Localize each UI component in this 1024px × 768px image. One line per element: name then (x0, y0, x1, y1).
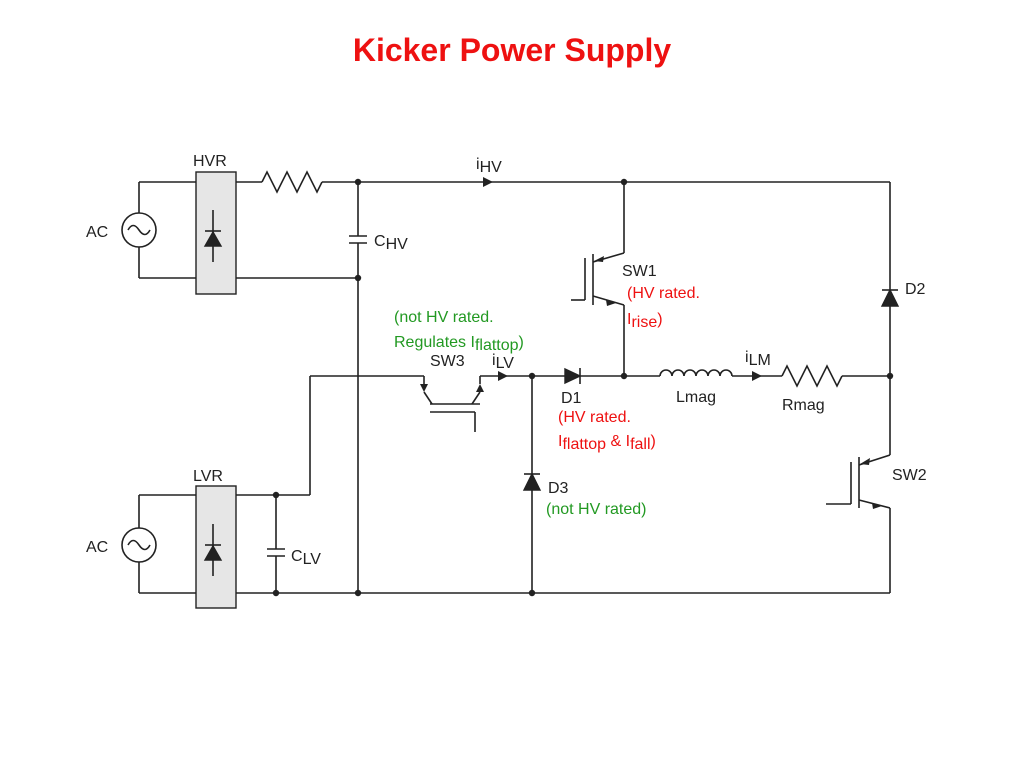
c-lv-label: CLV (291, 548, 321, 568)
sw3-label: SW3 (430, 353, 465, 370)
d2-label: D2 (905, 281, 926, 298)
d3-note: (not HV rated) (546, 501, 646, 518)
i-hv-arrow-icon (483, 177, 493, 187)
i-lv-arrow-icon (498, 371, 508, 381)
sw2-igbt (826, 376, 891, 593)
sw1-note-line1: (HV rated. (627, 285, 700, 302)
lvr-label: LVR (193, 468, 223, 485)
d2-diode (880, 182, 900, 376)
sw2-label: SW2 (892, 467, 927, 484)
d1-label: D1 (561, 390, 582, 407)
sw1-igbt (571, 182, 625, 376)
hvr-label: HVR (193, 153, 227, 170)
sw3-note-line2: Regulates Iflattop) (394, 334, 524, 354)
hv-ac-label: AC (86, 224, 108, 241)
rmag-label: Rmag (782, 397, 825, 414)
sw1-label: SW1 (622, 263, 657, 280)
d1-diode (532, 367, 624, 385)
i-lv-label: iLV (492, 352, 514, 372)
sw3-igbt (420, 375, 532, 432)
hv-resistor (236, 170, 358, 194)
i-lm-arrow-icon (752, 371, 762, 381)
sw3-note-line1: (not HV rated. (394, 309, 494, 326)
c-hv-capacitor (349, 182, 367, 278)
d3-diode (522, 376, 542, 593)
junction-dots (272, 178, 894, 597)
d1-note-line2: Iflattop & Ifall) (558, 433, 656, 453)
hvr-rectifier (195, 171, 237, 295)
lmag-label: Lmag (676, 389, 716, 406)
hv-ac-source (121, 181, 196, 279)
c-hv-label: CHV (374, 233, 408, 253)
page-title: Kicker Power Supply (352, 32, 672, 68)
lvr-rectifier (195, 485, 237, 609)
lv-ac-label: AC (86, 539, 108, 556)
i-lm-label: iLM (745, 349, 771, 369)
d1-note-line1: (HV rated. (558, 409, 631, 426)
lv-ac-source (121, 494, 196, 594)
d3-label: D3 (548, 480, 569, 497)
c-lv-capacitor (267, 495, 285, 593)
sw1-note-line2: Irise) (627, 311, 663, 331)
rmag-resistor (781, 364, 890, 388)
i-hv-label: iHV (476, 156, 502, 176)
